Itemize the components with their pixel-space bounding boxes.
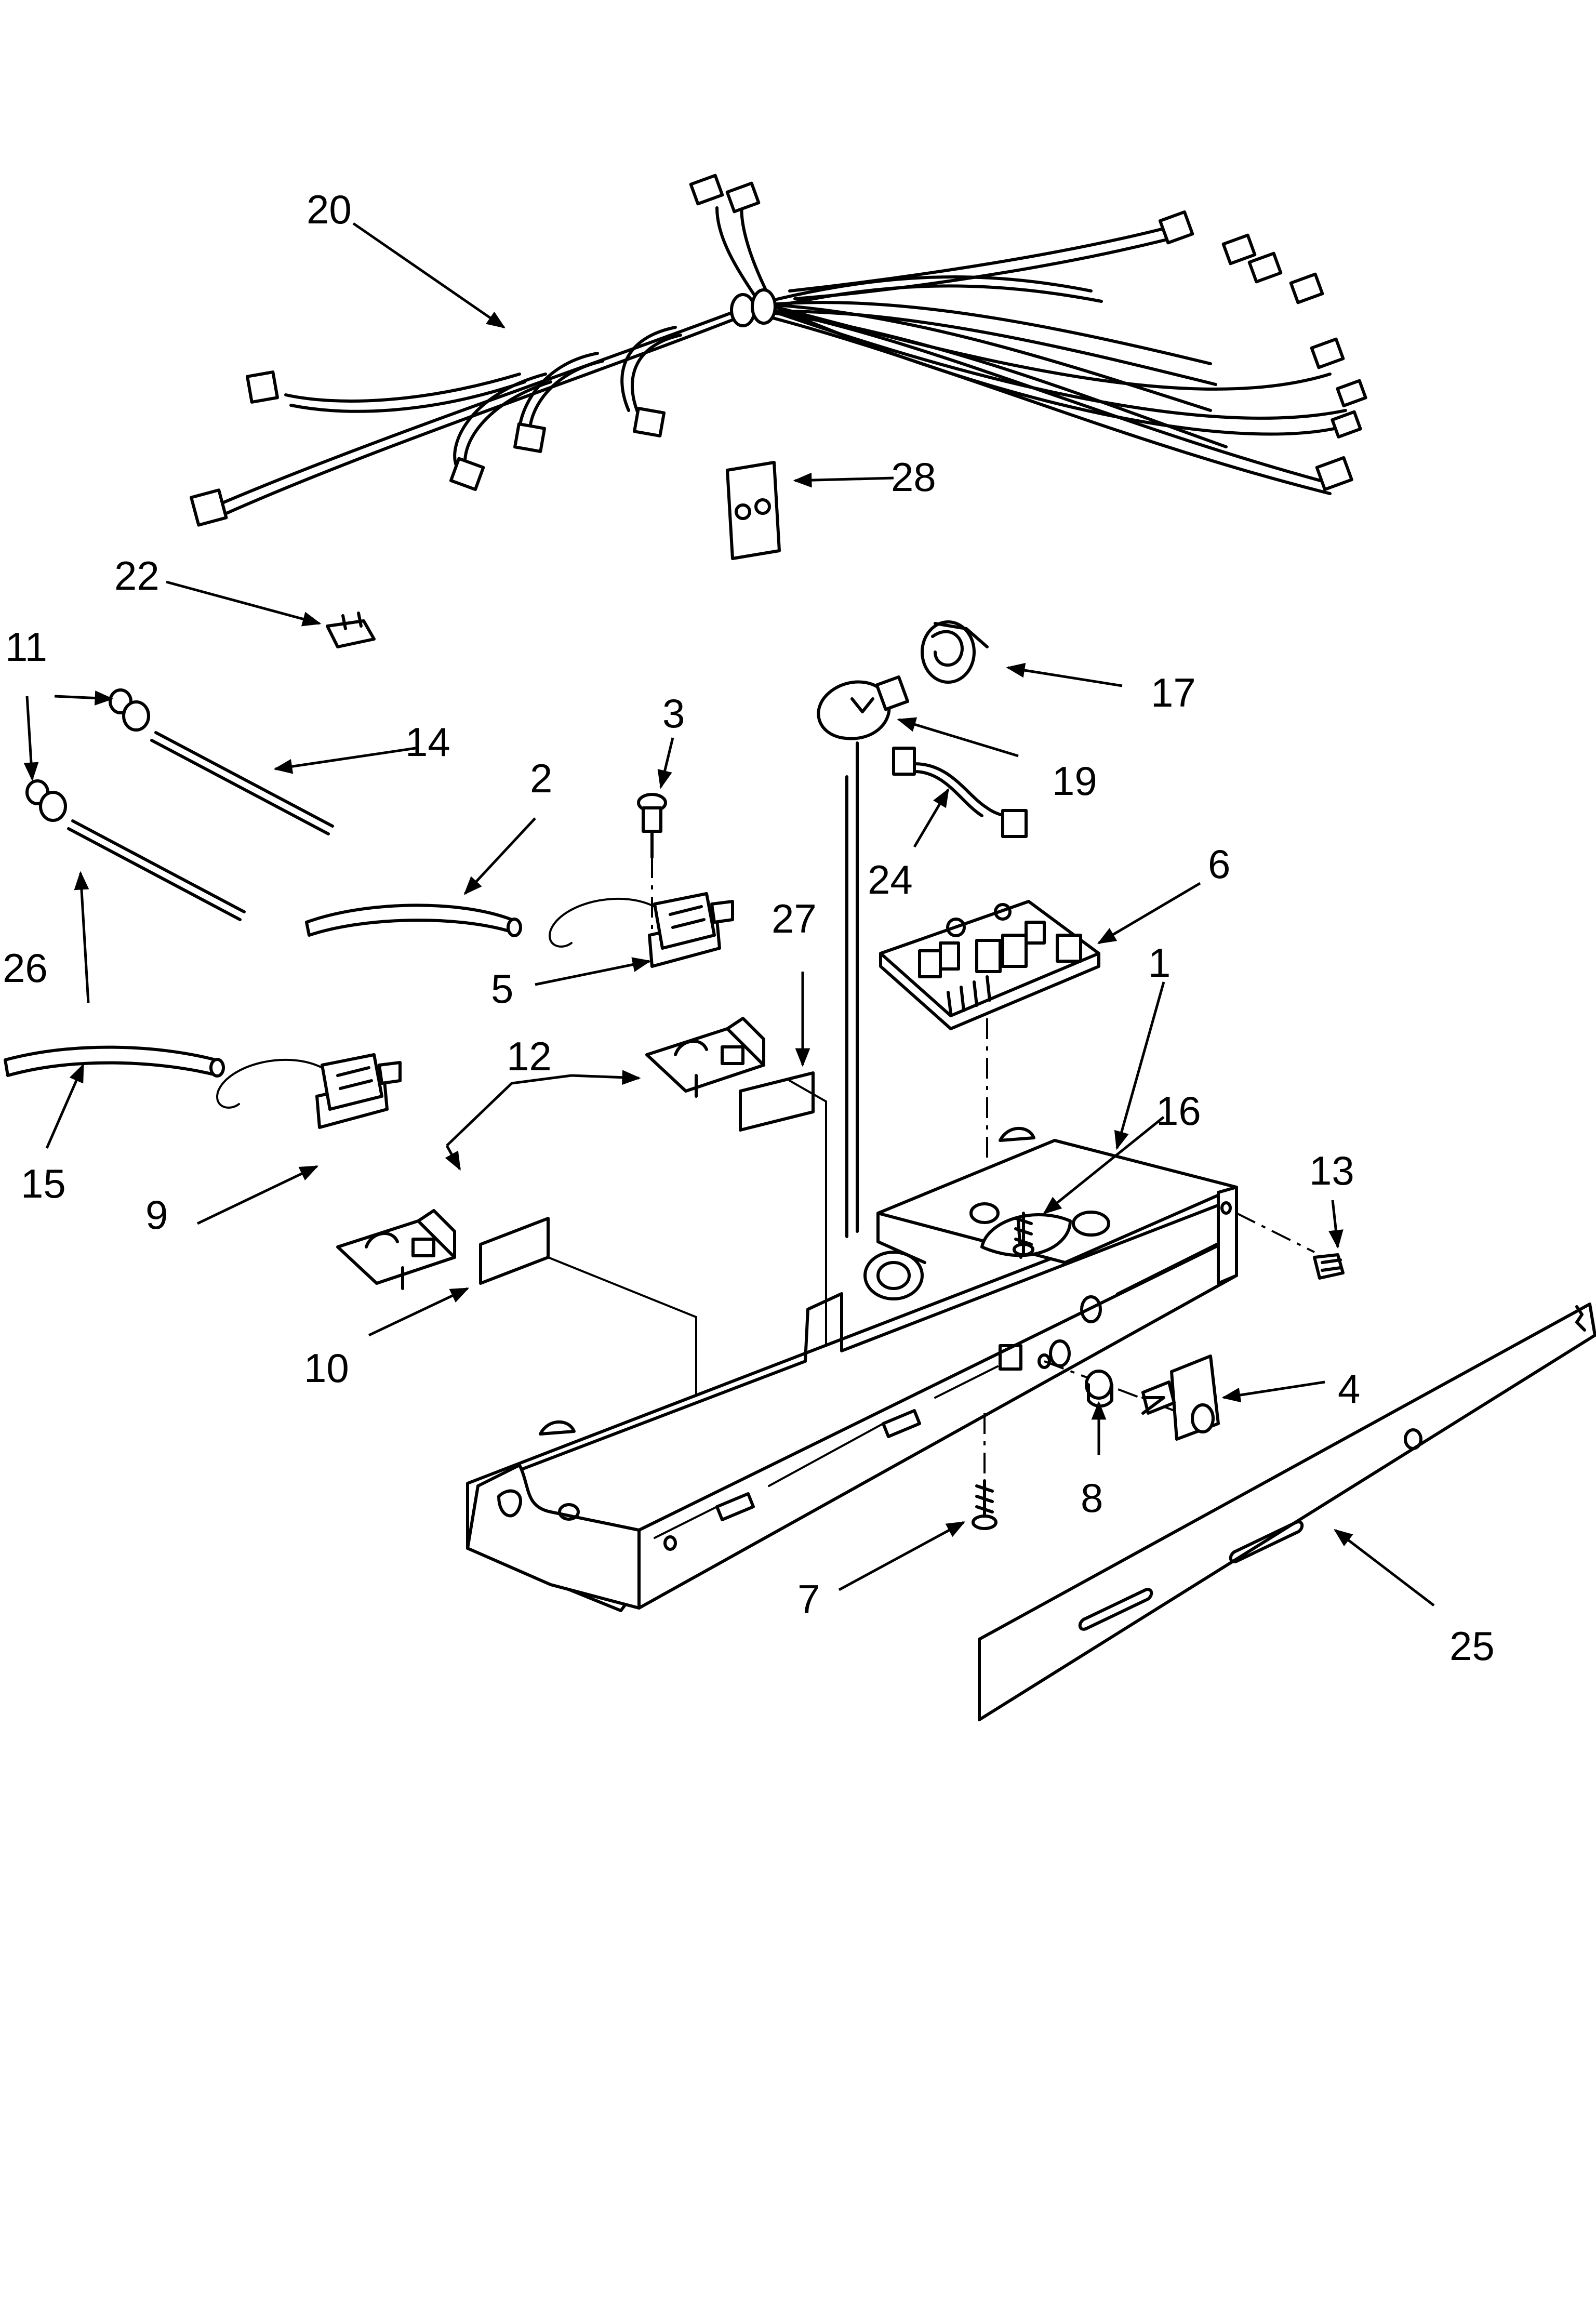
callout-6: 6	[1208, 841, 1230, 887]
wire-harness	[190, 174, 1367, 527]
callout-leaders	[23, 222, 1435, 1606]
callout-27: 27	[772, 896, 817, 941]
callout-1: 1	[1148, 940, 1171, 986]
switch-9	[216, 1053, 402, 1129]
control-board-6	[879, 900, 1100, 1164]
bracket-12-lower	[336, 1209, 456, 1290]
callout-25: 25	[1449, 1623, 1495, 1669]
callout-12: 12	[507, 1033, 552, 1079]
callout-24: 24	[868, 857, 913, 902]
trim-strip-25	[978, 1303, 1596, 1721]
callout-20: 20	[307, 187, 352, 232]
insulation-pad	[726, 461, 781, 560]
screw-13	[1236, 1212, 1345, 1280]
control-housing-1	[466, 1126, 1238, 1612]
label-27	[739, 1071, 827, 1367]
screw-16	[1013, 1212, 1034, 1256]
harness-clip	[326, 612, 376, 648]
callout-11: 11	[5, 624, 47, 670]
callout-labels: 20 28 22 11 14 3 2 5 26 17 19 24 27 6 1 …	[3, 187, 1495, 1669]
callout-16: 16	[1156, 1088, 1201, 1134]
lamp-wire-24	[892, 747, 1028, 838]
bracket-12-upper	[645, 1017, 765, 1098]
callout-2: 2	[530, 755, 552, 801]
callout-22: 22	[114, 553, 159, 599]
callout-14: 14	[405, 719, 450, 765]
callout-7: 7	[797, 1576, 820, 1622]
tube-15	[4, 1045, 225, 1078]
tubes-and-nuts	[25, 688, 334, 921]
callout-8: 8	[1081, 1475, 1103, 1521]
callout-26: 26	[3, 945, 48, 991]
callout-4: 4	[1338, 1366, 1360, 1412]
screw-7	[972, 1413, 998, 1530]
callout-3: 3	[662, 690, 685, 736]
callout-17: 17	[1151, 670, 1196, 715]
button-8	[1085, 1370, 1113, 1408]
callout-15: 15	[21, 1161, 66, 1206]
tube-2	[305, 904, 522, 937]
switch-5	[549, 892, 734, 968]
callout-13: 13	[1309, 1148, 1354, 1193]
screw-3	[637, 793, 667, 940]
callout-10: 10	[304, 1345, 349, 1391]
callout-19: 19	[1052, 758, 1097, 804]
callout-5: 5	[491, 966, 513, 1012]
lamp-socket-17	[921, 620, 989, 684]
callout-9: 9	[145, 1192, 168, 1238]
callout-28: 28	[891, 454, 936, 500]
bulb-19	[817, 675, 910, 778]
